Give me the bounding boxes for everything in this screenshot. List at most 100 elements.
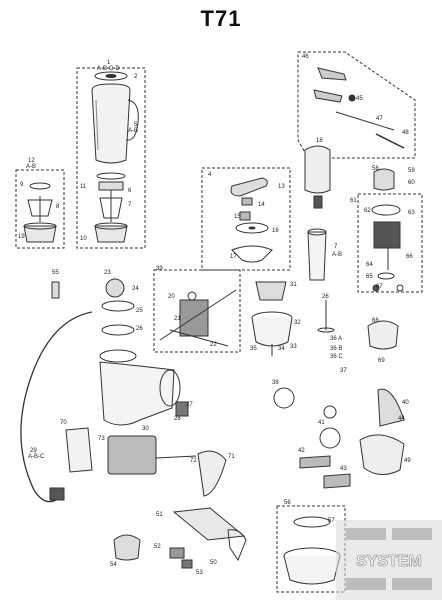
callout-18: 18 — [316, 138, 323, 144]
callout-56: 56 — [284, 500, 291, 506]
part-cable-and-plug — [20, 281, 93, 503]
callout-64: 64 — [366, 262, 373, 268]
callout-60: 60 — [408, 180, 415, 186]
callout-21: 21 — [174, 316, 181, 322]
callout-2: 2 — [134, 74, 138, 80]
part-motor-and-housing — [65, 427, 247, 569]
callout-23: 23 — [104, 270, 111, 276]
callout-10: 10 — [80, 236, 87, 242]
part-bowl-56 — [283, 516, 341, 585]
part-right-assembly — [273, 320, 405, 489]
callout-8: 8 — [56, 204, 60, 210]
group-box-1 — [76, 67, 146, 249]
callout-65: 65 — [366, 274, 373, 280]
part-blender-jug — [91, 71, 139, 243]
callout-30: 30 — [142, 426, 149, 432]
callout-35: 35 — [250, 346, 257, 352]
callout-16: 16 — [272, 228, 279, 234]
callout-7b: 7 — [334, 244, 338, 250]
callout-51: 51 — [156, 512, 163, 518]
callout-73: 73 — [98, 436, 105, 442]
callout-22: 22 — [210, 342, 217, 348]
callout-71: 71 — [228, 454, 235, 460]
group-box-61 — [357, 193, 423, 293]
callout-32: 32 — [294, 320, 301, 326]
system-watermark-logo: SYSTEM — [336, 520, 442, 600]
callout-11: 11 — [80, 184, 87, 190]
watermark-text: SYSTEM — [356, 553, 422, 570]
callout-48: 48 — [402, 130, 409, 136]
callout-25: 25 — [136, 308, 143, 314]
callout-19: 19 — [18, 234, 25, 240]
part-juicer-lid-set — [230, 177, 273, 263]
callout-26: 26 — [136, 326, 143, 332]
callout-42: 42 — [298, 448, 305, 454]
callout-55: 55 — [52, 270, 59, 276]
callout-39: 39 — [156, 266, 163, 272]
callout-29-sub: A-B-C — [28, 454, 45, 460]
callout-53: 53 — [196, 570, 203, 576]
callout-70: 70 — [60, 420, 67, 426]
callout-5: 5 — [134, 122, 138, 128]
callout-24: 24 — [132, 286, 139, 292]
callout-61: 61 — [350, 198, 357, 204]
callout-59: 59 — [408, 168, 415, 174]
callout-6: 6 — [128, 188, 132, 194]
callout-47: 47 — [376, 116, 383, 122]
callout-72: 72 — [190, 458, 197, 464]
callout-12: 12 — [28, 158, 35, 164]
part-main-body — [99, 278, 189, 426]
callout-36a: 36 A — [330, 336, 342, 342]
callout-1-sub: A-B-C-D — [97, 66, 120, 72]
group-box-39 — [153, 269, 241, 353]
callout-15: 15 — [234, 214, 241, 220]
callout-1: 1 — [107, 60, 111, 66]
group-box-12 — [15, 169, 65, 249]
part-motor-unit-61 — [371, 168, 404, 292]
callout-41: 41 — [318, 420, 325, 426]
callout-43: 43 — [340, 466, 347, 472]
callout-31: 31 — [290, 282, 297, 288]
callout-14: 14 — [258, 202, 265, 208]
callout-36c: 36 C — [330, 354, 343, 360]
callout-27: 27 — [186, 402, 193, 408]
callout-52: 52 — [154, 544, 161, 550]
callout-4: 4 — [208, 172, 212, 178]
callout-28: 28 — [174, 416, 181, 422]
callout-13: 13 — [278, 184, 285, 190]
callout-37: 37 — [340, 368, 347, 374]
callout-58: 58 — [372, 166, 379, 172]
part-juicer-bowl — [251, 281, 335, 356]
callout-66: 66 — [406, 254, 413, 260]
callout-67: 67 — [376, 284, 383, 290]
callout-12-sub: A-B — [26, 164, 36, 170]
callout-49: 49 — [404, 458, 411, 464]
part-small-blade-assembly — [23, 182, 57, 243]
part-motor-column — [304, 145, 331, 281]
callout-17: 17 — [230, 254, 237, 260]
part-switch-assembly-39 — [159, 289, 237, 347]
callout-44: 44 — [398, 416, 405, 422]
callout-38: 38 — [272, 380, 279, 386]
part-tool-kit — [313, 67, 405, 149]
callout-20: 20 — [168, 294, 175, 300]
group-box-46 — [297, 51, 416, 159]
callout-69: 69 — [378, 358, 385, 364]
callout-7b-sub: A-B — [332, 252, 342, 258]
callout-46: 46 — [302, 54, 309, 60]
callout-34: 34 — [278, 346, 285, 352]
callout-62: 62 — [364, 208, 371, 214]
callout-50: 50 — [210, 560, 217, 566]
callout-54: 54 — [110, 562, 117, 568]
callout-40: 40 — [402, 400, 409, 406]
callout-57: 57 — [328, 518, 335, 524]
callout-68: 68 — [372, 318, 379, 324]
callout-3-sub: A-B — [128, 128, 138, 134]
callout-29: 29 — [30, 448, 37, 454]
callout-7: 7 — [128, 202, 132, 208]
callout-63: 63 — [408, 210, 415, 216]
diagram-title: T71 — [200, 6, 242, 31]
callout-33: 33 — [290, 344, 297, 350]
callout-26b: 26 — [322, 294, 329, 300]
